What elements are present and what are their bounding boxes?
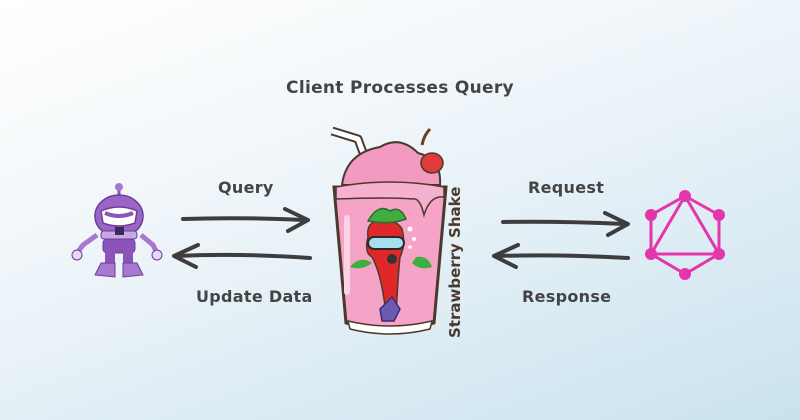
shake-node-label: Strawberry Shake [446,186,464,338]
robot-mascot-icon [71,183,163,278]
query-arrow [181,207,310,233]
request-arrow [501,211,630,237]
edge-label-request: Request [528,178,605,197]
edge-label-update-data: Update Data [196,287,313,306]
update-data-arrow [172,243,312,269]
strawberry-shake-cup-icon [330,126,448,335]
edge-label-response: Response [522,287,612,306]
edge-label-query: Query [218,178,274,197]
graphql-logo-icon [645,190,725,280]
response-arrow [492,243,630,269]
diagram-title: Client Processes Query [286,78,514,98]
